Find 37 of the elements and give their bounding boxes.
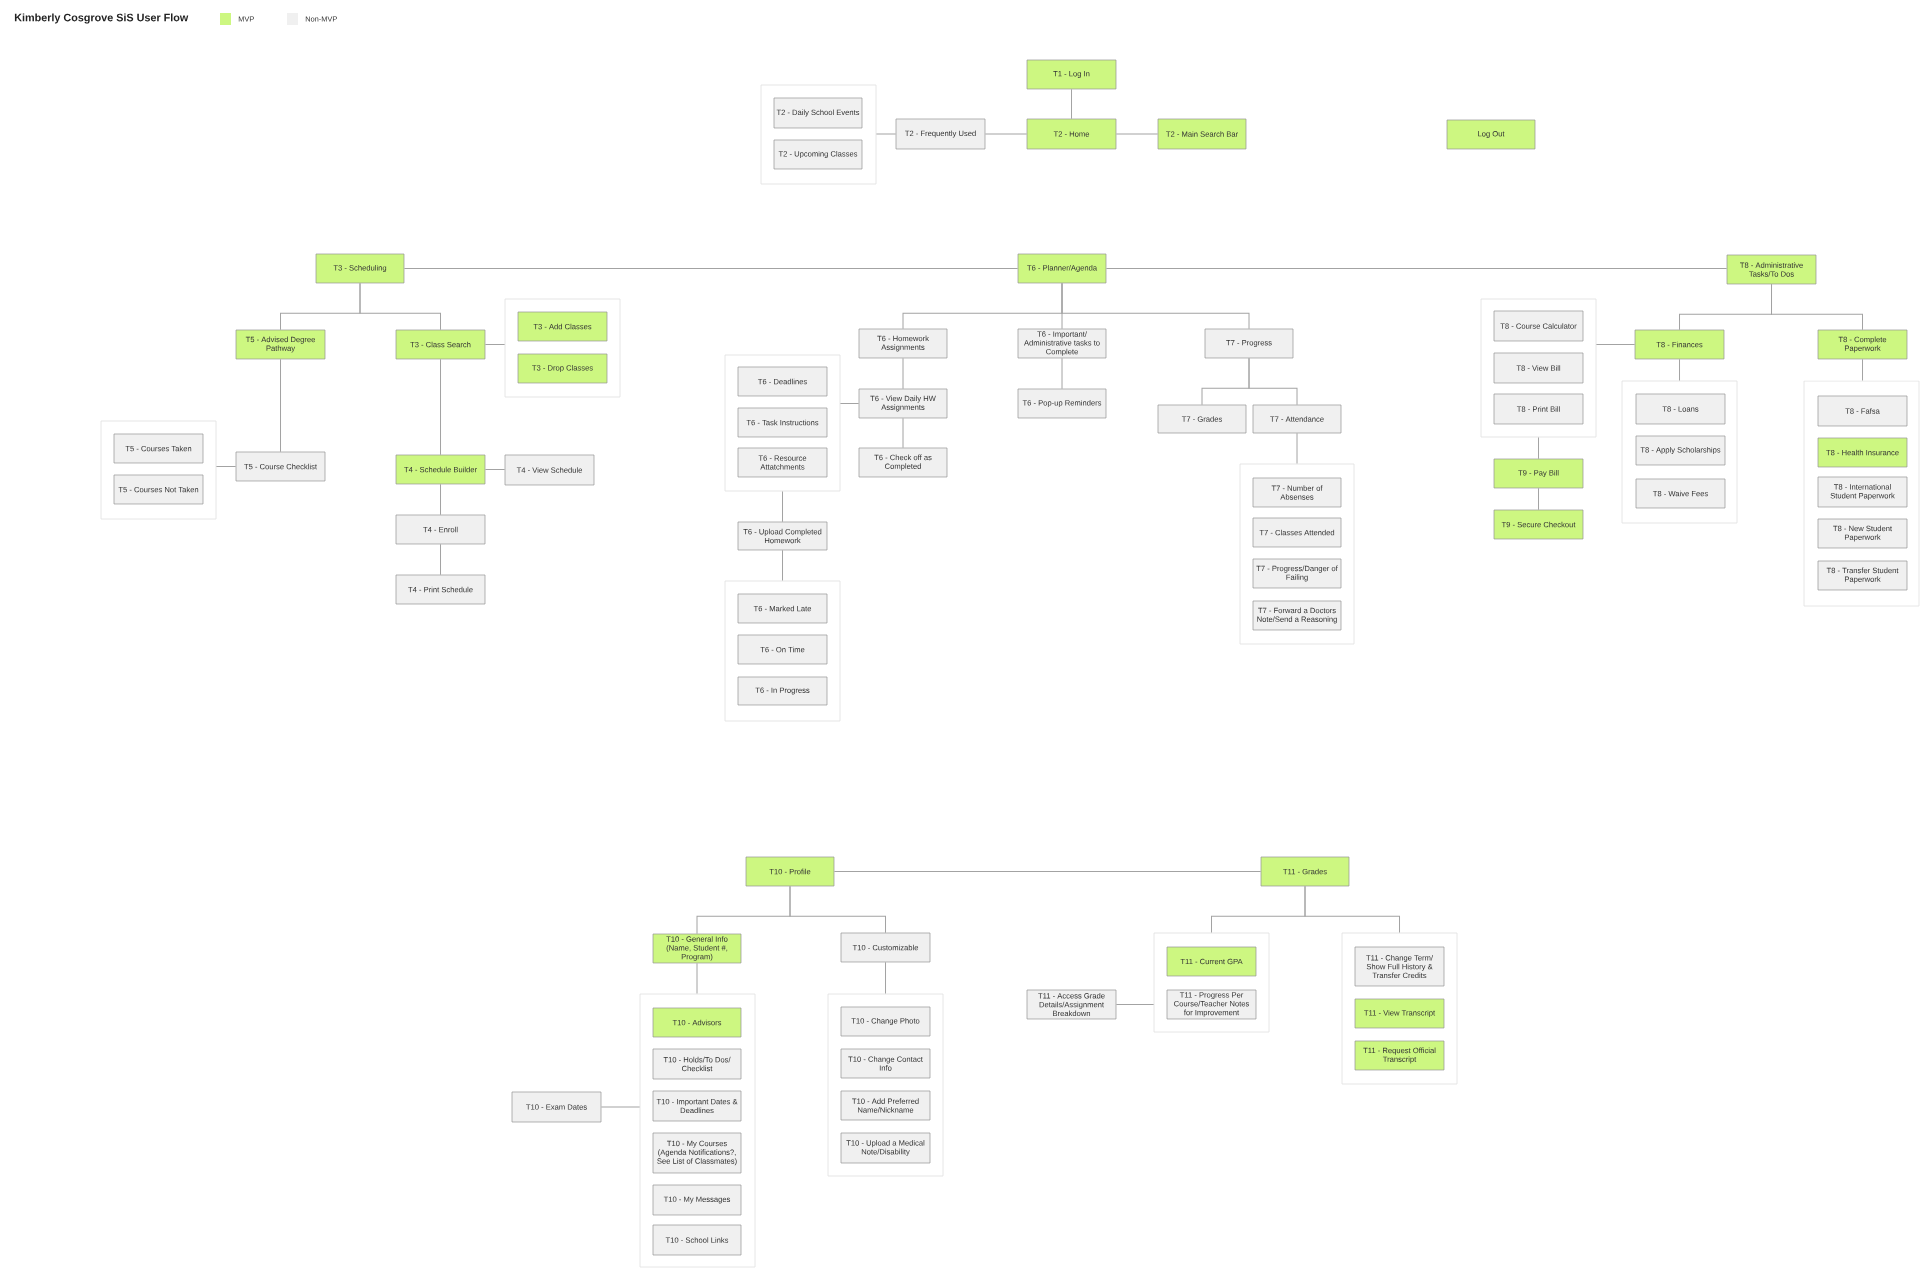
connector-line <box>440 358 441 456</box>
connector-line <box>696 962 698 995</box>
connector-line <box>359 282 441 331</box>
connector-line <box>280 358 281 453</box>
connector-line <box>1538 487 1539 511</box>
connector-line <box>1304 885 1400 934</box>
connector-line <box>1071 88 1072 120</box>
connector-line <box>403 268 1019 269</box>
connector-line <box>440 483 441 516</box>
connector-line <box>839 403 860 404</box>
connector-line <box>215 466 237 467</box>
connector-line <box>484 469 506 470</box>
connector-line <box>1679 358 1680 382</box>
connector-line <box>440 543 441 576</box>
title: Kimberly Cosgrove SiS User Flow <box>14 13 189 24</box>
connector-line <box>1771 283 1863 331</box>
connector-line <box>984 133 1028 135</box>
connector-line <box>789 885 886 934</box>
connector-line <box>1115 133 1159 135</box>
connector-line <box>600 1106 641 1108</box>
connector-line <box>1595 344 1636 345</box>
connector-line <box>1862 358 1863 382</box>
connector-line <box>782 490 783 523</box>
connector-line <box>1248 357 1298 406</box>
connector-line <box>1105 268 1728 269</box>
connector-line <box>1061 282 1250 330</box>
connector-line <box>782 549 783 582</box>
connector-line <box>1061 357 1063 390</box>
connector-line <box>1115 1004 1155 1005</box>
connector-line <box>484 344 506 345</box>
connector-line <box>902 417 904 449</box>
connector-line <box>833 871 1262 872</box>
connector-line <box>1296 432 1298 465</box>
connector-line <box>885 961 886 995</box>
connector-line <box>1538 436 1539 460</box>
connector-line <box>875 133 897 135</box>
connector-line <box>902 357 904 390</box>
